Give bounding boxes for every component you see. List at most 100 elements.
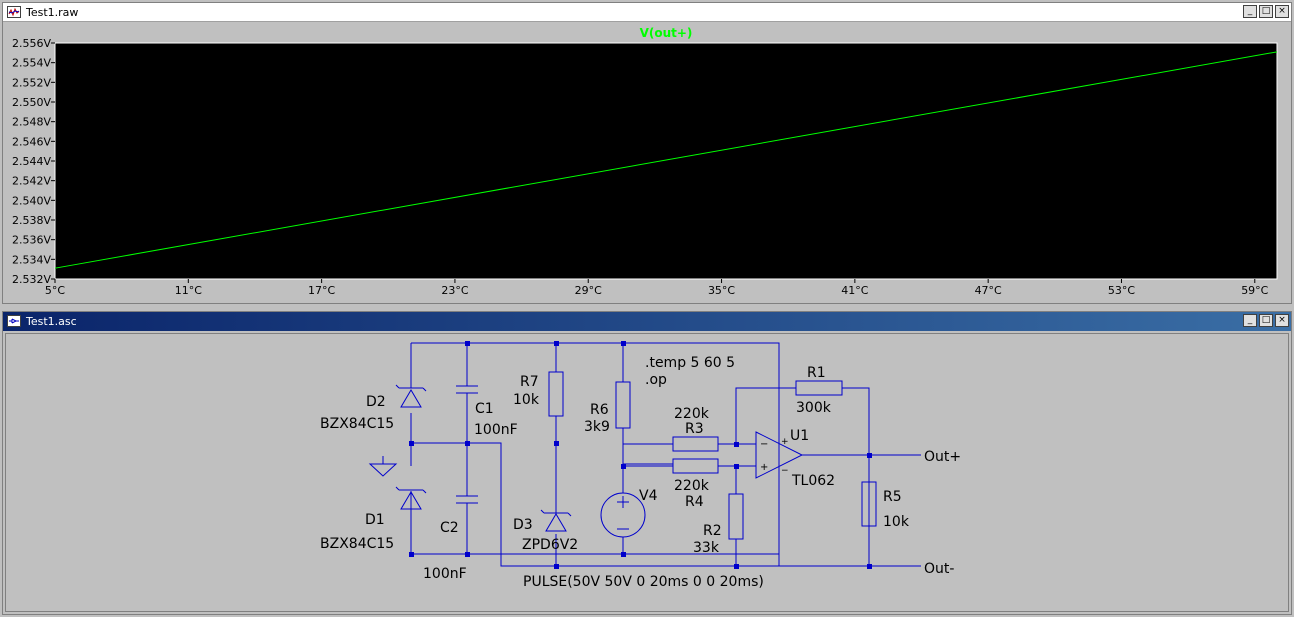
d2-value: BZX84C15: [320, 416, 394, 432]
r7-value: 10k: [513, 392, 540, 408]
schematic-window-titlebar[interactable]: Test1.asc _□×: [3, 312, 1291, 331]
minimize-button[interactable]: _: [1243, 314, 1257, 327]
waveform-plot[interactable]: 2.532V 2.534V 2.536V 2.538V 2.540V 2.542V 2.54…: [5, 24, 1289, 301]
y-tick-label: 2.556V: [12, 37, 51, 50]
d3-label: D3: [513, 517, 533, 533]
x-tick-label: 59°C: [1241, 284, 1268, 297]
minimize-icon: _: [1247, 6, 1253, 16]
y-tick-label: 2.532V: [12, 273, 51, 286]
resistor-r5[interactable]: [861, 481, 877, 527]
c1-label: C1: [475, 401, 494, 417]
d3-value: ZPD6V2: [522, 537, 578, 553]
opamp-plus-pin: +: [760, 462, 768, 473]
resistor-r1[interactable]: [795, 380, 843, 396]
x-tick-label: 17°C: [308, 284, 335, 297]
resistor-r3[interactable]: [672, 436, 719, 452]
x-tick-label: 11°C: [175, 284, 202, 297]
y-tick-label: 2.534V: [12, 253, 51, 266]
close-icon: ×: [1278, 6, 1286, 16]
opamp-vminus-pin: −: [781, 466, 789, 476]
capacitor-c2[interactable]: [456, 495, 478, 504]
schematic-canvas[interactable]: − + + − D2 BZX84C15 D1 BZX84C15 C1 100nF…: [5, 333, 1289, 612]
u1-label: U1: [790, 428, 809, 444]
schematic-file-icon: [7, 315, 21, 327]
minimize-icon: _: [1247, 315, 1253, 325]
capacitor-c1[interactable]: [456, 385, 478, 394]
plot-background[interactable]: [54, 42, 1278, 280]
r5-label: R5: [883, 489, 902, 505]
y-tick-label: 2.536V: [12, 234, 51, 247]
y-tick-label: 2.554V: [12, 57, 51, 70]
minimize-button[interactable]: _: [1243, 5, 1257, 18]
op-directive[interactable]: .op: [645, 372, 667, 388]
temp-directive[interactable]: .temp 5 60 5: [645, 355, 735, 371]
maximize-icon: □: [1261, 6, 1271, 16]
r2-value: 33k: [693, 540, 720, 556]
x-tick-label: 53°C: [1108, 284, 1135, 297]
zener-diode-d1[interactable]: [395, 486, 427, 510]
r7-label: R7: [520, 374, 539, 390]
trace-label[interactable]: V(out+): [640, 26, 693, 40]
schematic-window[interactable]: Test1.asc _□×: [2, 311, 1292, 615]
y-tick-label: 2.546V: [12, 135, 51, 148]
d1-label: D1: [365, 512, 385, 528]
r1-value: 300k: [796, 400, 832, 416]
u1-value: TL062: [791, 473, 835, 489]
y-tick-label: 2.550V: [12, 96, 51, 109]
resistor-r4[interactable]: [672, 458, 719, 474]
ground-icon[interactable]: [368, 463, 398, 477]
opamp-u1[interactable]: [755, 431, 804, 479]
c2-label: C2: [440, 520, 459, 536]
y-tick-label: 2.544V: [12, 155, 51, 168]
r4-value: 220k: [674, 478, 710, 494]
resistor-r2[interactable]: [728, 493, 744, 540]
maximize-button[interactable]: □: [1259, 314, 1273, 327]
close-button[interactable]: ×: [1275, 314, 1289, 327]
waveform-file-icon: [7, 6, 21, 18]
r1-label: R1: [807, 365, 826, 381]
y-tick-label: 2.552V: [12, 76, 51, 89]
c2-value: 100nF: [423, 566, 467, 582]
x-tick-label: 29°C: [575, 284, 602, 297]
x-axis: 5°C 11°C 17°C 23°C 29°C 35°C 41°C 47°C 53°C 59°C: [45, 279, 1269, 297]
series-line-vout[interactable]: [54, 51, 1278, 269]
v4-value: PULSE(50V 50V 0 20ms 0 0 20ms): [523, 574, 764, 590]
r4-label: R4: [685, 494, 704, 510]
r6-value: 3k9: [584, 419, 610, 435]
schematic-drawing[interactable]: − + + − D2 BZX84C15 D1 BZX84C15 C1 100nF…: [6, 334, 1290, 613]
resistor-r6[interactable]: [615, 381, 631, 429]
y-tick-label: 2.540V: [12, 194, 51, 207]
y-tick-label: 2.538V: [12, 214, 51, 227]
voltage-source-v4[interactable]: [600, 492, 646, 538]
v4-label: V4: [639, 488, 658, 504]
opamp-minus-pin: −: [760, 439, 768, 450]
x-tick-label: 5°C: [45, 284, 65, 297]
traces: [54, 51, 1278, 269]
wires[interactable]: [376, 342, 921, 567]
y-axis: 2.532V 2.534V 2.536V 2.538V 2.540V 2.542V 2.54…: [12, 37, 55, 286]
out-minus-label[interactable]: Out-: [924, 561, 954, 577]
out-plus-label[interactable]: Out+: [924, 449, 961, 465]
zener-diode-d2[interactable]: [395, 384, 427, 408]
x-tick-label: 41°C: [841, 284, 868, 297]
waveform-window-titlebar[interactable]: Test1.raw _ □ ×: [3, 3, 1291, 22]
resistor-r7[interactable]: [548, 371, 564, 417]
d1-value: BZX84C15: [320, 536, 394, 552]
maximize-button[interactable]: □: [1259, 5, 1273, 18]
window-title: Test1.raw: [26, 6, 79, 19]
x-tick-label: 47°C: [975, 284, 1002, 297]
x-tick-label: 35°C: [708, 284, 735, 297]
y-tick-label: 2.542V: [12, 175, 51, 188]
c1-value: 100nF: [474, 422, 518, 438]
r2-label: R2: [703, 523, 722, 539]
r5-value: 10k: [883, 514, 910, 530]
r6-label: R6: [590, 402, 609, 418]
d2-label: D2: [366, 394, 386, 410]
plot-pane[interactable]: 2.532V 2.534V 2.536V 2.538V 2.540V 2.542V 2.54…: [5, 24, 1289, 301]
zener-diode-d3[interactable]: [540, 509, 572, 532]
close-button[interactable]: ×: [1275, 5, 1289, 18]
x-tick-label: 23°C: [441, 284, 468, 297]
r3-label: R3: [685, 421, 704, 437]
close-icon: ×: [1278, 315, 1286, 325]
